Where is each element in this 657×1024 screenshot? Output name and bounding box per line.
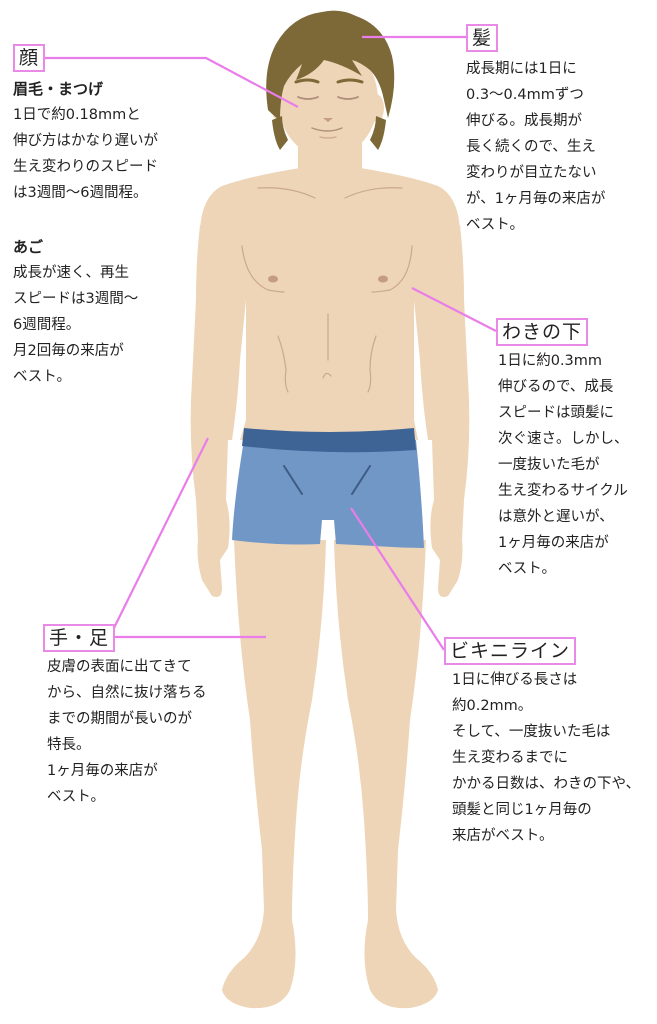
body-contour-lines [241, 187, 413, 393]
text-line: 6週間程。 [13, 317, 81, 333]
text-line: かかる日数は、わきの下や、 [452, 776, 641, 792]
text-line: 1日で約0.18mmと [13, 107, 141, 123]
text-line: 1ヶ月毎の来店が [498, 535, 609, 551]
callout-underarm: わきの下 1日に約0.3mm 伸びるので、成長 スピードは頭髪に 次ぐ速さ。しか… [496, 318, 629, 582]
bikini-text: 1日に伸びる長さは 約0.2mm。 そして、一度抜いた毛は 生え変わるまでに か… [452, 667, 640, 849]
text-line: 一度抜いた毛が [498, 457, 600, 473]
label-hair: 髪 [466, 24, 499, 52]
text-line: は3週間〜6週間程。 [13, 185, 148, 201]
text-line: から、自然に抜け落ちる [47, 685, 207, 701]
label-bikini-line: ビキニライン [444, 637, 577, 665]
text-line: スピードは頭髪に [498, 405, 614, 421]
text-line: は意外と遅いが、 [498, 509, 614, 525]
callout-face: 顔 眉毛・まつげ 1日で約0.18mmと 伸び方はかなり遅いが 生え変わりのスピ… [13, 44, 158, 390]
text-line: 伸びる。成長期が [466, 113, 582, 129]
text-line: そして、一度抜いた毛は [452, 724, 611, 740]
label-limbs: 手・足 [43, 624, 116, 652]
text-line: 頭髪と同じ1ヶ月毎の [452, 802, 592, 818]
nipples [268, 275, 388, 283]
callout-hair: 髪 成長期には1日に 0.3〜0.4mmずつ 伸びる。成長期が 長く続くので、生… [466, 24, 605, 238]
text-line: 1日に約0.3mm [498, 353, 603, 369]
text-line: 生え変わるサイクル [498, 483, 628, 499]
text-line: 月2回毎の来店が [13, 343, 124, 359]
boxer-shorts [232, 428, 424, 548]
text-line: 次ぐ速さ。しかし、 [498, 431, 629, 447]
face-eyebrows-text: 1日で約0.18mmと 伸び方はかなり遅いが 生え変わりのスピード は3週間〜6… [13, 102, 158, 206]
text-line: が、1ヶ月毎の来店が [466, 191, 606, 207]
text-line: 伸びるので、成長 [498, 379, 614, 395]
body-figure [190, 130, 470, 1009]
text-line: 成長が速く、再生 [13, 265, 129, 281]
hair-text: 成長期には1日に 0.3〜0.4mmずつ 伸びる。成長期が 長く続くので、生え … [466, 56, 605, 238]
face-subheading-eyebrows: 眉毛・まつげ [13, 80, 104, 98]
text-line: 伸び方はかなり遅いが [13, 133, 158, 149]
leader-lines [44, 35, 497, 651]
text-line: 皮膚の表面に出てきて [47, 659, 192, 675]
face-subheading-chin: あご [13, 238, 44, 256]
text-line: までの期間が長いのが [47, 711, 192, 727]
leader-line-limbs [109, 437, 209, 637]
leader-line-underarm [411, 287, 497, 332]
text-line: ベスト。 [498, 561, 556, 577]
leader-line-bikini [350, 507, 445, 651]
text-line: ベスト。 [466, 217, 524, 233]
text-line: スピードは3週間〜 [13, 291, 139, 307]
label-underarm: わきの下 [496, 318, 589, 346]
callout-limbs: 手・足 皮膚の表面に出てきて から、自然に抜け落ちる までの期間が長いのが 特長… [43, 624, 207, 810]
text-line: ベスト。 [13, 369, 71, 385]
text-line: 生え変わるまでに [452, 750, 568, 766]
text-line: 来店がベスト。 [452, 828, 554, 844]
text-line: 長く続くので、生え [466, 139, 596, 155]
label-face: 顔 [13, 44, 46, 72]
text-line: 変わりが目立たない [466, 165, 597, 181]
underarm-text: 1日に約0.3mm 伸びるので、成長 スピードは頭髪に 次ぐ速さ。しかし、 一度… [498, 348, 629, 582]
text-line: 1日に伸びる長さは [452, 672, 578, 688]
text-line: 1ヶ月毎の来店が [47, 763, 158, 779]
callout-bikini-line: ビキニライン 1日に伸びる長さは 約0.2mm。 そして、一度抜いた毛は 生え変… [444, 637, 640, 849]
text-line: 生え変わりのスピード [13, 159, 158, 175]
text-line: 特長。 [47, 737, 91, 753]
head [266, 10, 395, 158]
text-line: 成長期には1日に [466, 61, 577, 77]
face-chin-text: 成長が速く、再生 スピードは3週間〜 6週間程。 月2回毎の来店が ベスト。 [13, 260, 158, 390]
leader-line-face [44, 56, 299, 108]
text-line: 約0.2mm。 [452, 698, 533, 714]
text-line: ベスト。 [47, 789, 105, 805]
text-line: 0.3〜0.4mmずつ [466, 87, 584, 103]
limbs-text: 皮膚の表面に出てきて から、自然に抜け落ちる までの期間が長いのが 特長。 1ヶ… [47, 654, 207, 810]
waistband [242, 428, 416, 453]
